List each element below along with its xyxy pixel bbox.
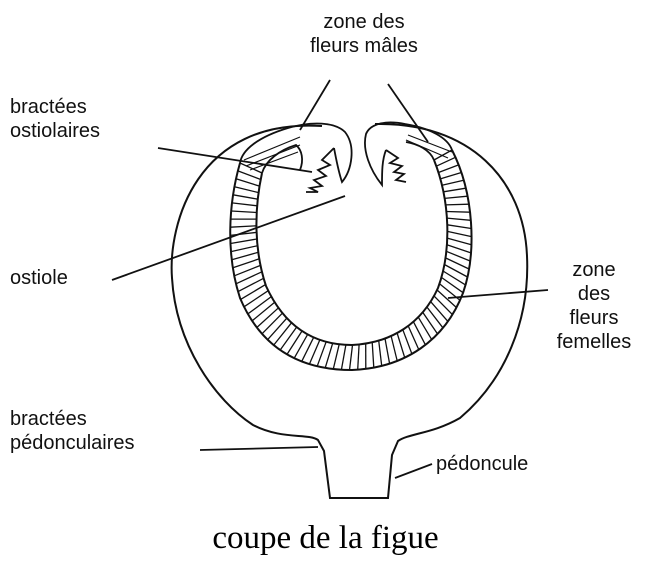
hatch-line: [257, 308, 279, 328]
label-line: fleurs: [545, 306, 643, 330]
pointer-ostiolar-bracts: [158, 148, 312, 172]
hatch-line: [391, 336, 397, 361]
hatch-line: [325, 343, 333, 368]
hatch-line: [231, 211, 257, 213]
hatch-line: [235, 187, 259, 193]
hatch-line: [287, 331, 302, 355]
label-line: pédonculaires: [10, 431, 135, 455]
label-line: pédoncule: [436, 452, 528, 476]
hatch-line: [446, 212, 470, 213]
hatch-line: [431, 302, 448, 322]
female-zone-outer-edge: [230, 150, 471, 370]
hatch-line: [397, 333, 405, 358]
hatch-line: [232, 203, 257, 206]
hatch-line: [442, 180, 464, 185]
hatch-line: [252, 302, 275, 321]
label-line: zone: [545, 258, 643, 282]
label-line: bractées: [10, 95, 100, 119]
hatch-line: [447, 238, 471, 245]
label-ostiole: ostiole: [10, 266, 68, 290]
hatch-line: [317, 342, 326, 367]
hatch-line: [238, 171, 261, 180]
figure-caption: coupe de la figue: [0, 520, 651, 557]
hatch-line: [248, 297, 271, 314]
hatch-line: [341, 345, 346, 370]
pointer-peduncle: [395, 464, 432, 478]
label-female-flower-zone: zone des fleurs femelles: [545, 258, 643, 354]
hatch-line: [379, 341, 382, 366]
hatch-line: [358, 344, 359, 369]
hatch-line: [443, 188, 465, 192]
hatch-line: [439, 165, 459, 173]
pointer-male-zone-left: [300, 80, 330, 130]
hatch-line: [236, 179, 260, 186]
hatch-line: [233, 259, 259, 268]
hatch-line: [443, 271, 466, 285]
label-peduncular-bracts: bractées pédonculaires: [10, 407, 135, 455]
label-line: des: [545, 282, 643, 306]
hatch-line: [372, 342, 374, 367]
hatch-line: [436, 157, 455, 166]
pointer-lines: [112, 80, 548, 478]
hatch-line: [238, 278, 264, 291]
label-line: femelles: [545, 330, 643, 354]
hatch-line: [232, 252, 258, 259]
label-line: fleurs mâles: [300, 34, 428, 58]
label-line: ostiolaires: [10, 119, 100, 143]
hatch-line: [333, 344, 339, 369]
hatch-line: [440, 173, 461, 179]
hatch-line: [385, 339, 390, 364]
hatch-line: [233, 195, 258, 199]
hatch-line: [447, 218, 471, 220]
hatch-line: [447, 231, 471, 236]
hatch-line: [274, 323, 292, 345]
hatch-line: [241, 285, 266, 300]
label-ostiolar-bracts: bractées ostiolaires: [10, 95, 100, 143]
label-peduncle: pédoncule: [436, 452, 528, 476]
pointer-male-zone-right: [388, 84, 428, 142]
hatch-line: [403, 330, 412, 354]
hatch-line: [268, 318, 287, 340]
hatch-line: [262, 313, 283, 334]
hatch-line: [350, 345, 353, 370]
pointer-ostiole: [112, 196, 345, 280]
hatch-line: [446, 204, 469, 205]
female-flower-zone: [230, 150, 471, 370]
hatch-line: [231, 239, 257, 244]
hatch-line: [280, 327, 297, 350]
hatch-line: [244, 291, 268, 307]
hatch-line: [231, 246, 258, 252]
hatch-line: [437, 290, 456, 308]
hatch-line: [445, 196, 468, 198]
label-male-flower-zone: zone des fleurs mâles: [300, 10, 428, 58]
fig-outer-wall: [172, 124, 528, 498]
pointer-peduncular-bracts: [200, 447, 318, 450]
hatch-line: [230, 226, 256, 227]
hatch-line: [423, 312, 438, 334]
label-line: zone des: [300, 10, 428, 34]
hatch-line: [447, 225, 471, 229]
hatch-line: [441, 277, 463, 292]
label-line: bractées: [10, 407, 135, 431]
hatch-line: [447, 245, 471, 253]
label-line: ostiole: [10, 266, 68, 290]
hatch-line: [427, 307, 443, 328]
